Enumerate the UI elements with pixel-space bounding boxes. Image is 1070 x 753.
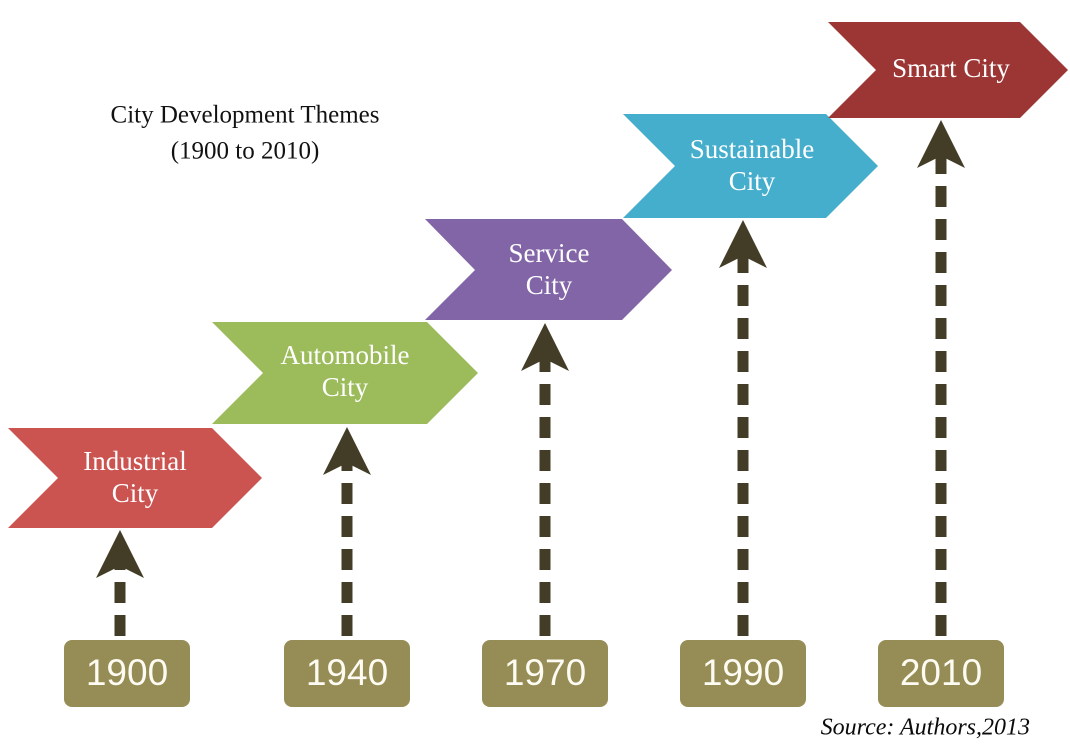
arrow-head-icon xyxy=(96,530,144,578)
chevron-label-line1: Service xyxy=(509,238,590,268)
source-note: Source: Authors,2013 xyxy=(821,715,1030,741)
arrow-2010-to-smart xyxy=(917,120,965,636)
arrow-head-icon xyxy=(521,323,569,371)
chevron-label-line1: Automobile xyxy=(281,340,410,370)
chevron-automobile-city[interactable]: Automobile City xyxy=(212,322,478,424)
chevron-label-line2: City xyxy=(322,372,369,402)
year-box-shape xyxy=(482,640,608,707)
arrow-head-icon xyxy=(917,120,965,168)
arrow-1970-to-service xyxy=(521,323,569,636)
chevron-shape xyxy=(828,22,1068,118)
chevron-label-line1: Smart City xyxy=(892,53,1010,83)
year-box-2010[interactable]: 2010 xyxy=(878,640,1004,707)
title-line-2: (1900 to 2010) xyxy=(171,138,320,165)
chevron-sustainable-city[interactable]: Sustainable City xyxy=(623,114,878,218)
chevron-label-line1: Industrial xyxy=(83,446,186,476)
arrow-head-icon xyxy=(719,220,767,268)
chevron-shape xyxy=(212,322,478,424)
chevron-label-line2: City xyxy=(526,270,573,300)
chevron-shape xyxy=(623,114,878,218)
year-box-shape xyxy=(680,640,806,707)
arrow-head-icon xyxy=(323,427,371,475)
arrow-1990-to-sustainable xyxy=(719,220,767,636)
year-box-label: 1940 xyxy=(306,652,388,693)
year-box-group: 1900 1940 1970 1990 2010 xyxy=(64,640,1004,707)
year-box-label: 2010 xyxy=(900,652,982,693)
year-box-shape xyxy=(284,640,410,707)
chevron-label-line1: Sustainable xyxy=(690,134,814,164)
chevron-label-line2: City xyxy=(729,166,776,196)
chevron-group: Industrial City Automobile City Service … xyxy=(8,22,1068,528)
year-box-1940[interactable]: 1940 xyxy=(284,640,410,707)
year-box-1970[interactable]: 1970 xyxy=(482,640,608,707)
chevron-shape xyxy=(425,219,672,320)
diagram-title: City Development Themes (1900 to 2010) xyxy=(111,102,380,165)
chevron-smart-city[interactable]: Smart City xyxy=(828,22,1068,118)
year-box-shape xyxy=(64,640,190,707)
chevron-shape xyxy=(8,428,262,528)
year-box-shape xyxy=(878,640,1004,707)
chevron-service-city[interactable]: Service City xyxy=(425,219,672,320)
chevron-label-line2: City xyxy=(112,478,159,508)
arrow-group xyxy=(96,120,965,636)
title-line-1: City Development Themes xyxy=(111,102,380,129)
year-box-1990[interactable]: 1990 xyxy=(680,640,806,707)
year-box-1900[interactable]: 1900 xyxy=(64,640,190,707)
year-box-label: 1990 xyxy=(702,652,784,693)
chevron-industrial-city[interactable]: Industrial City xyxy=(8,428,262,528)
year-box-label: 1900 xyxy=(86,652,168,693)
arrow-1900-to-industrial xyxy=(96,530,144,636)
year-box-label: 1970 xyxy=(504,652,586,693)
arrow-1940-to-automobile xyxy=(323,427,371,636)
